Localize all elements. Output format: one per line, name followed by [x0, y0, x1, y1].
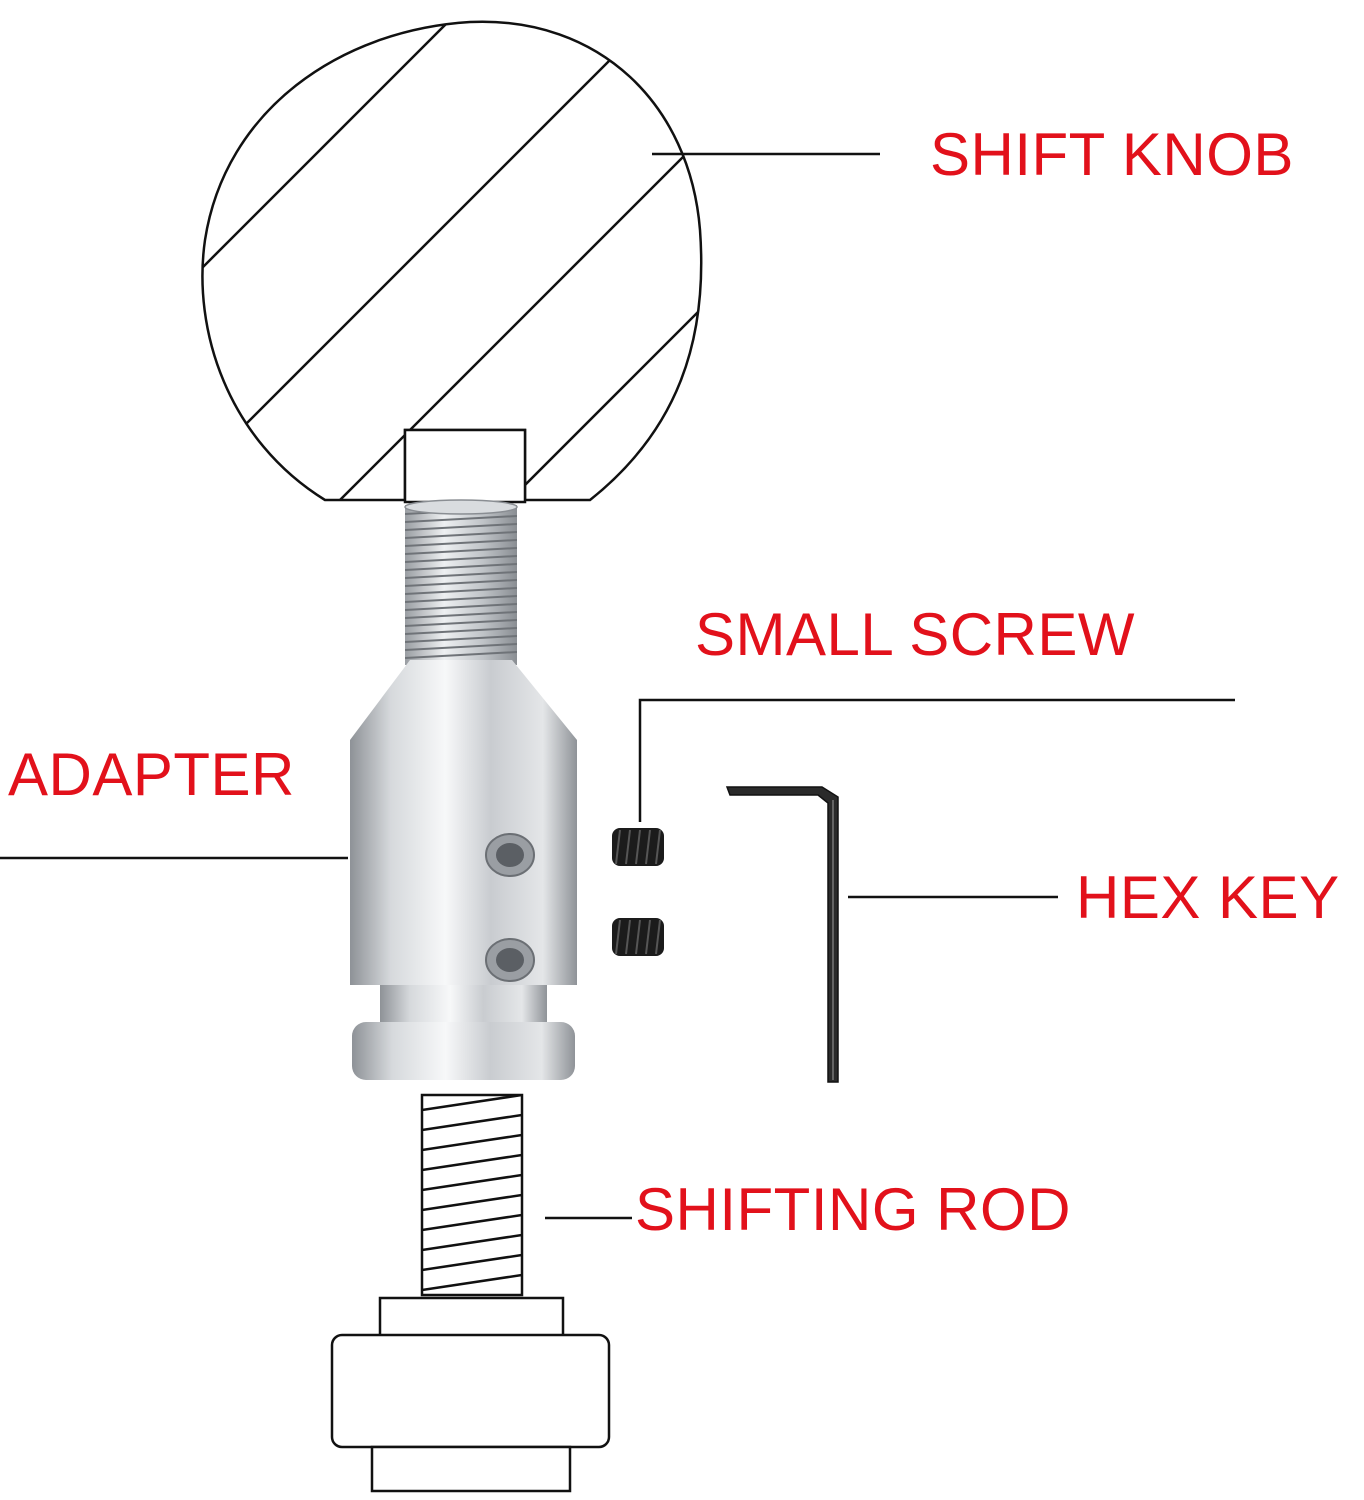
- rod-boot: [330, 1333, 611, 1449]
- hex-key: [725, 786, 839, 1083]
- leader-lines: [0, 152, 1235, 1220]
- label-hex-key: HEX KEY: [1076, 864, 1340, 931]
- leader-small-screw: [638, 698, 1235, 822]
- shift-knob-body: [201, 20, 703, 504]
- label-shifting-rod: SHIFTING ROD: [635, 1176, 1071, 1243]
- rod-base: [370, 1445, 572, 1493]
- label-adapter: ADAPTER: [8, 741, 295, 808]
- knob-socket: [403, 428, 527, 504]
- rod-collar: [378, 1296, 565, 1338]
- rod-thread: [422, 1095, 522, 1295]
- small-screw-upper: [612, 828, 664, 866]
- adapter-body: [350, 499, 577, 1080]
- shifting-rod: [330, 1093, 611, 1493]
- label-shift-knob: SHIFT KNOB: [930, 121, 1294, 188]
- label-small-screw: SMALL SCREW: [695, 601, 1136, 668]
- small-screw-lower: [612, 918, 664, 956]
